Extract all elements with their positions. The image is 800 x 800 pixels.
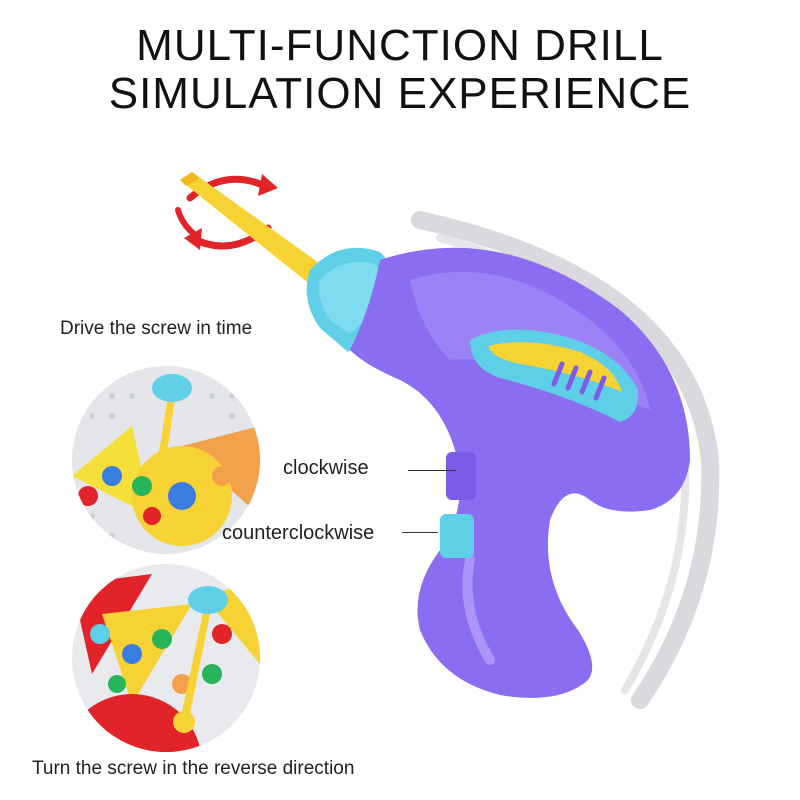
clockwise-label: clockwise [283, 457, 369, 479]
title-line-1: MULTI-FUNCTION DRILL [136, 21, 664, 70]
page-title: MULTI-FUNCTION DRILL SIMULATION EXPERIEN… [0, 22, 800, 118]
drive-in-caption: Drive the screw in time [60, 318, 253, 339]
reverse-caption: Turn the screw in the reverse direction [32, 758, 355, 779]
photo-drive-screw-in [72, 366, 260, 554]
clockwise-leader-line [408, 470, 456, 471]
counterclockwise-leader-line [402, 532, 438, 533]
counterclockwise-label: counterclockwise [222, 522, 375, 544]
title-line-2: SIMULATION EXPERIENCE [108, 69, 692, 118]
photo-reverse-screw [72, 564, 260, 752]
drill-toy-illustration [180, 172, 720, 709]
